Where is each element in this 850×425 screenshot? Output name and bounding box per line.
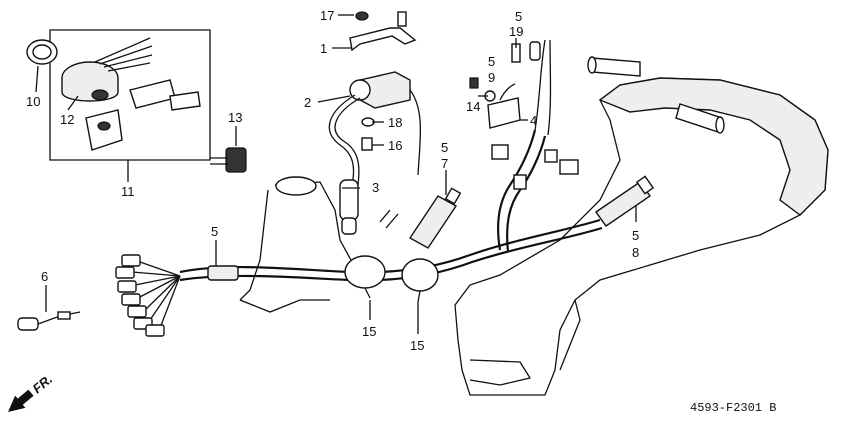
callout-18: 18 [388, 115, 402, 130]
harness-sleeves [379, 175, 655, 249]
callout-5-sleeve-7: 5 [441, 140, 448, 155]
callout-14: 14 [466, 99, 480, 114]
callout-5-harness: 5 [211, 224, 218, 239]
callout-6: 6 [41, 269, 48, 284]
diagram-code: 4593-F2301 B [690, 401, 776, 415]
callout-15-left: 15 [362, 324, 376, 339]
callout-19: 19 [509, 24, 523, 39]
band-clips [344, 255, 439, 303]
callout-11: 11 [121, 184, 135, 199]
frame-tube [239, 176, 353, 313]
callout-2: 2 [304, 95, 311, 110]
leader-lines [35, 14, 637, 334]
ignition-switch-assembly [26, 29, 247, 173]
callout-4: 4 [530, 113, 537, 128]
callout-7: 7 [441, 156, 448, 171]
callout-12: 12 [60, 112, 74, 127]
part-6-plug-wire [17, 311, 81, 331]
callout-17: 17 [320, 8, 334, 23]
direction-label: FR. [30, 371, 56, 396]
callout-13: 13 [228, 110, 242, 125]
cdi-unit [469, 77, 521, 129]
washer-and-bolt [361, 117, 375, 151]
callout-5-sleeve-8: 5 [632, 228, 639, 243]
callout-15-right: 15 [410, 338, 424, 353]
callout-9: 9 [488, 70, 495, 85]
callout-16: 16 [388, 138, 402, 153]
fuse-holder [511, 41, 541, 63]
frame-body [454, 56, 829, 396]
callout-5-coil-wire: 5 [515, 9, 522, 24]
callout-8: 8 [632, 245, 639, 260]
callout-5-cdi: 5 [488, 54, 495, 69]
ignition-coil [328, 71, 422, 235]
callout-3: 3 [372, 180, 379, 195]
harness-connector-fan [115, 254, 181, 337]
front-direction-arrow: FR. [8, 371, 56, 412]
callout-10: 10 [26, 94, 40, 109]
coil-bracket [349, 11, 417, 52]
callout-1: 1 [320, 41, 327, 56]
